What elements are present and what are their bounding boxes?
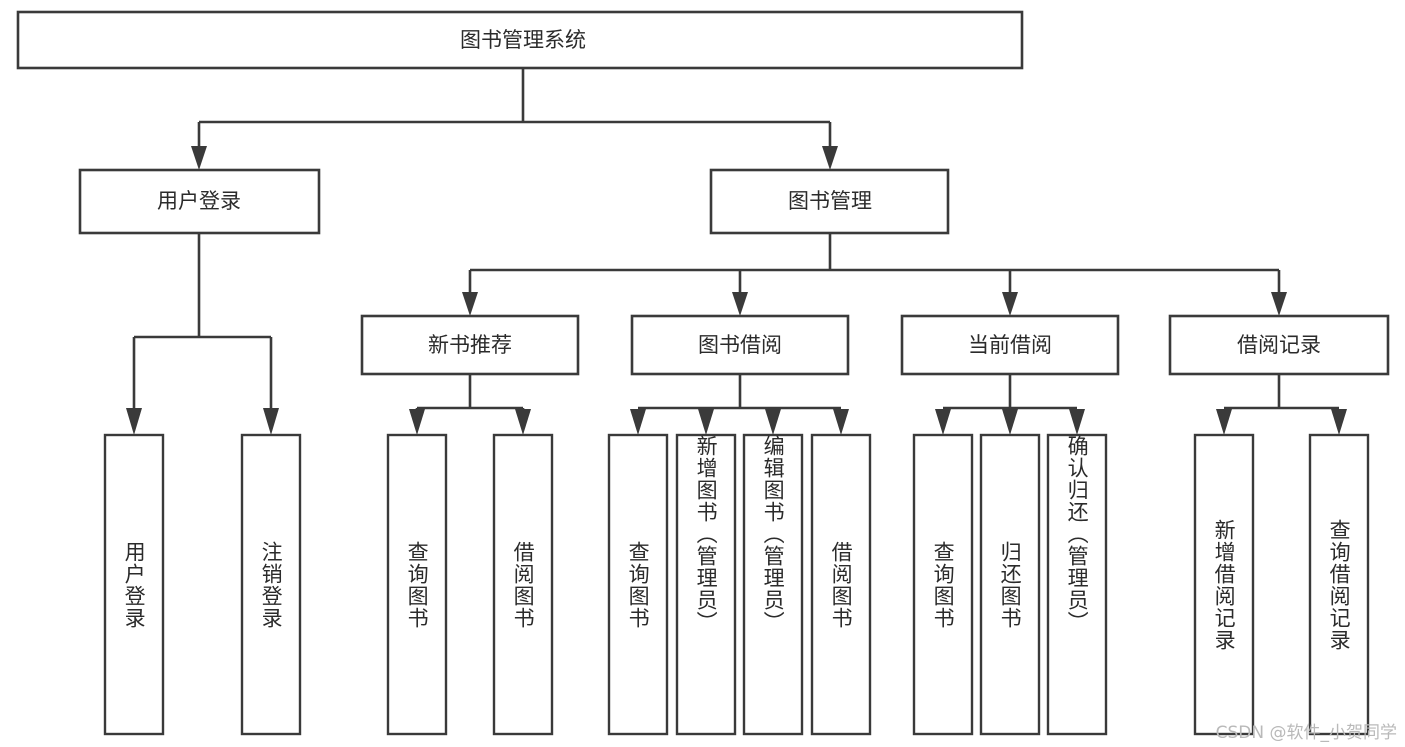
leaf-add-book-box[interactable]	[675, 433, 737, 736]
arrowhead-leaf-add-book	[698, 409, 714, 435]
leaf-user-login-box[interactable]	[103, 433, 165, 736]
arrowhead-borrow-record	[1271, 292, 1287, 316]
csdn-watermark: CSDN @软件_小贺同学	[1215, 723, 1397, 743]
node-book-manage-label: 图书管理	[788, 189, 872, 213]
leaf-return-book-box[interactable]	[979, 433, 1041, 736]
leaf-logout-box[interactable]	[240, 433, 302, 736]
node-user-login-box[interactable]	[78, 168, 321, 235]
leaf-query-record-box[interactable]	[1308, 433, 1370, 736]
node-book-borrow-box[interactable]	[630, 314, 850, 376]
node-borrow-record-box[interactable]	[1168, 314, 1390, 376]
arrowhead-book-borrow	[732, 292, 748, 316]
arrowhead-book-manage	[822, 146, 838, 170]
node-book-borrow-label: 图书借阅	[698, 333, 782, 357]
arrowhead-leaf-query-book-3	[935, 409, 951, 435]
arrowhead-leaf-logout	[263, 408, 279, 435]
arrowhead-leaf-confirm-return	[1069, 409, 1085, 435]
node-root-box[interactable]	[16, 10, 1024, 70]
leaf-add-record-box[interactable]	[1193, 433, 1255, 736]
node-user-login-label: 用户登录	[157, 189, 241, 213]
arrowhead-leaf-query-record	[1331, 409, 1347, 435]
node-current-borrow-box[interactable]	[900, 314, 1120, 376]
node-book-manage-box[interactable]	[709, 168, 950, 235]
leaf-query-book-2-box[interactable]	[607, 433, 669, 736]
arrowhead-leaf-query-book-2	[630, 409, 646, 435]
arrowhead-leaf-edit-book	[765, 409, 781, 435]
arrowhead-leaf-add-record	[1216, 409, 1232, 435]
connector-layer	[126, 68, 1347, 435]
leaf-borrow-book-1-box[interactable]	[492, 433, 554, 736]
node-layer: 图书管理系统 用户登录 图书管理 新书推荐 图书借阅 当前借阅 借阅记录	[16, 10, 1390, 736]
node-current-borrow-label: 当前借阅	[968, 333, 1052, 357]
node-borrow-record-label: 借阅记录	[1237, 333, 1321, 357]
leaf-confirm-return-box[interactable]	[1046, 433, 1108, 736]
arrowhead-user-login	[191, 146, 207, 170]
node-new-book-recommend-label: 新书推荐	[428, 333, 512, 357]
arrowhead-leaf-borrow-book-2	[833, 409, 849, 435]
arrowhead-current-borrow	[1002, 292, 1018, 316]
arrowhead-leaf-borrow-book-1	[515, 409, 531, 435]
node-root-label: 图书管理系统	[460, 28, 586, 52]
leaf-borrow-book-2-box[interactable]	[810, 433, 872, 736]
leaf-edit-book-box[interactable]	[742, 433, 804, 736]
leaf-query-book-1-box[interactable]	[386, 433, 448, 736]
arrowhead-new-book-recommend	[462, 292, 478, 316]
arrowhead-leaf-return-book	[1002, 409, 1018, 435]
arrowhead-leaf-user-login	[126, 408, 142, 435]
arrowhead-leaf-query-book-1	[409, 409, 425, 435]
node-new-book-recommend-box[interactable]	[360, 314, 580, 376]
leaf-query-book-3-box[interactable]	[912, 433, 974, 736]
